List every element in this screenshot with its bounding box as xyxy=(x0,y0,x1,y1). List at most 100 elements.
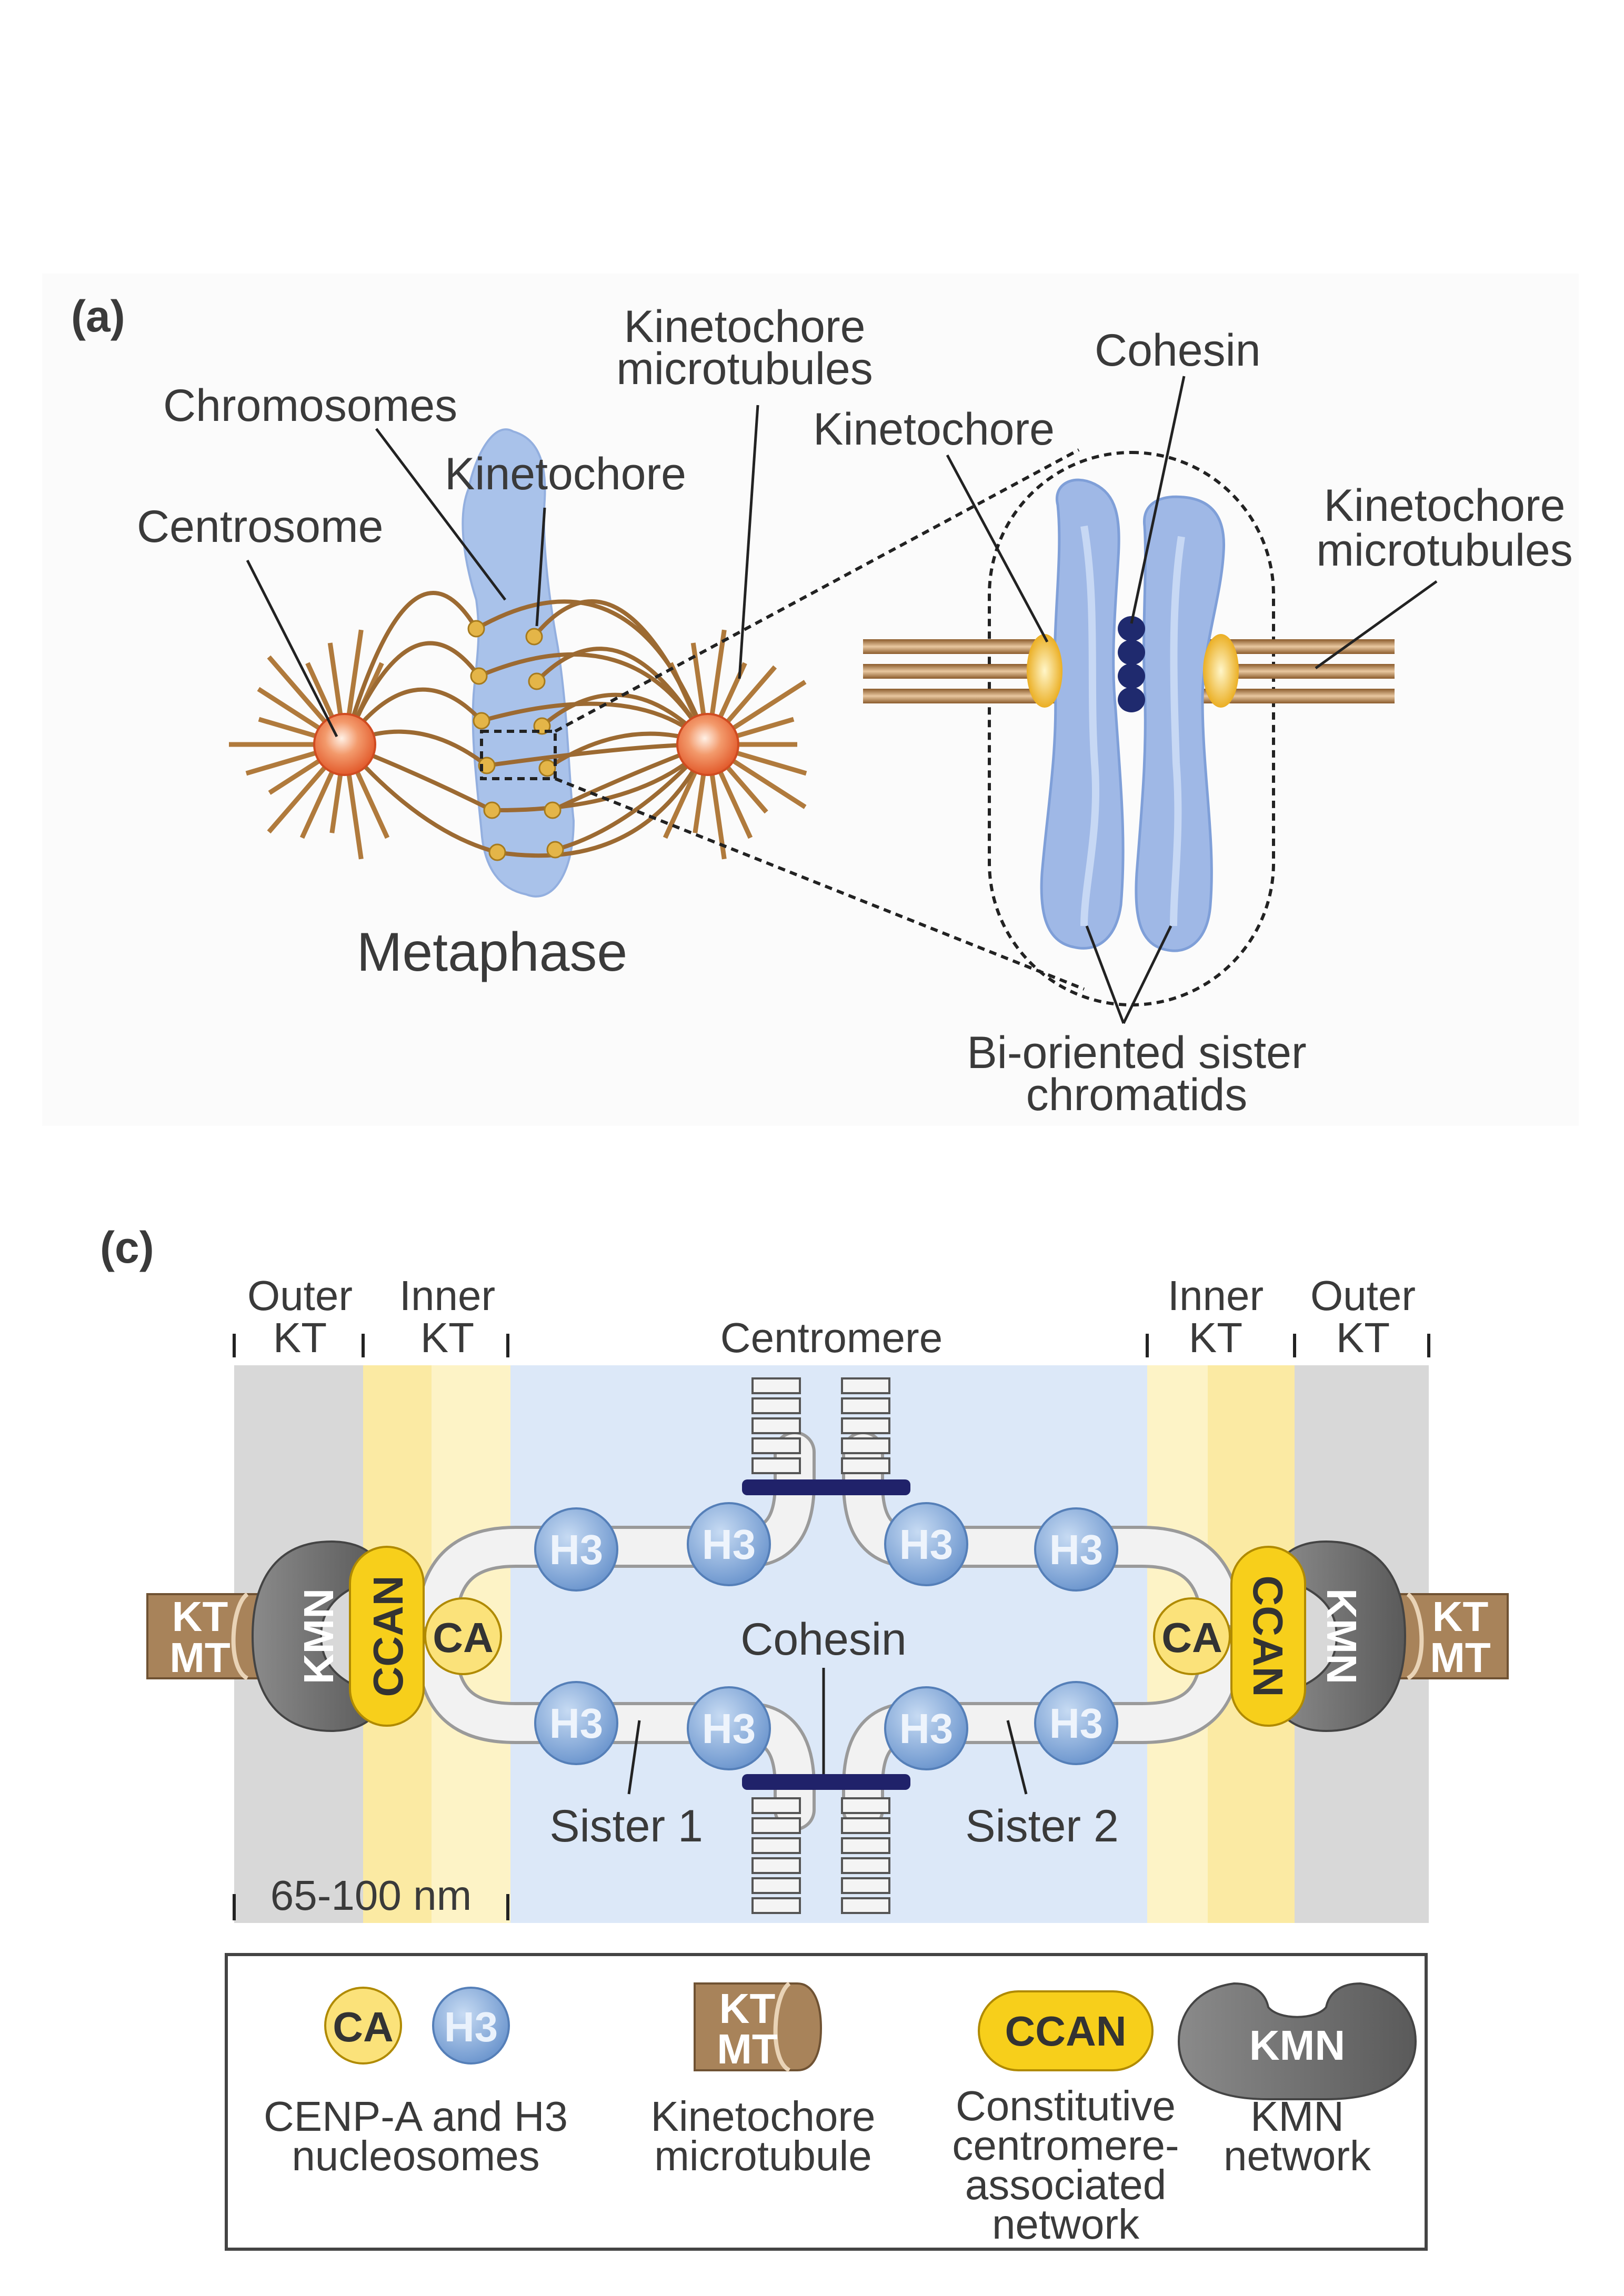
kinetochore-dot xyxy=(470,667,488,685)
scale-label: 65-100 nm xyxy=(270,1872,472,1919)
label-centrosome: Centrosome xyxy=(137,501,383,552)
h3-label: H3 xyxy=(1049,1526,1103,1573)
region-outer-right-l2: KT xyxy=(1336,1314,1390,1361)
legend-h3-text: H3 xyxy=(444,2003,498,2050)
dna-ladder-rung xyxy=(751,1857,801,1874)
chromatid-highlight-right xyxy=(1170,536,1185,927)
label-cohesin: Cohesin xyxy=(1095,325,1261,376)
ccan-right xyxy=(1230,1546,1306,1727)
kinetochore-dot xyxy=(528,672,546,690)
zoom-kinetochore-left xyxy=(1027,634,1062,708)
ca-right-label: CA xyxy=(1161,1614,1222,1661)
h3-nucleosome xyxy=(884,1686,968,1770)
zoom-line-bottom xyxy=(554,777,1085,991)
legend-caption-ktmt-l2: microtubule xyxy=(654,2132,872,2179)
kinetochore-dot xyxy=(544,801,562,819)
label-kt-mt-right-line2: microtubules xyxy=(1316,525,1573,576)
label-metaphase: Metaphase xyxy=(357,922,628,983)
h3-label: H3 xyxy=(549,1700,603,1747)
region-outer-right-l1: Outer xyxy=(1310,1272,1416,1319)
zoom-line-top xyxy=(554,448,1080,733)
h3-nucleosome xyxy=(1034,1681,1118,1765)
zoom-kinetochore-right xyxy=(1203,634,1239,708)
dna-ladder-stacks xyxy=(751,1377,890,1914)
legend-caption-kmn-l2: network xyxy=(1224,2132,1371,2179)
h3-label: H3 xyxy=(899,1521,953,1568)
dna-ladder-rung xyxy=(751,1797,801,1814)
kinetochore-dot xyxy=(546,841,564,859)
kt-mt-left-l1: KT xyxy=(172,1593,228,1640)
h3-label: H3 xyxy=(702,1521,756,1568)
h3-label: H3 xyxy=(549,1526,603,1573)
label-sister-line1: Bi-oriented sister xyxy=(967,1028,1306,1078)
h3-nucleosome xyxy=(687,1502,771,1586)
label-kinetochore-microtubules-line2: microtubules xyxy=(616,344,873,394)
h3-label: H3 xyxy=(1049,1700,1103,1747)
dna-ladder-rung xyxy=(841,1797,890,1814)
legend-kmn-text: KMN xyxy=(1249,2022,1345,2069)
h3-label: H3 xyxy=(702,1705,756,1752)
kmn-left-label: KMN xyxy=(295,1588,342,1684)
cohesin-beads xyxy=(1118,616,1145,712)
kt-mt-right-l1: KT xyxy=(1432,1593,1489,1640)
dna-ladder-rung xyxy=(841,1817,890,1834)
right-centrosome xyxy=(676,713,739,776)
panel-c-label: (c) xyxy=(100,1223,154,1272)
dna-ladder-rung xyxy=(751,1437,801,1454)
ca-left-label: CA xyxy=(433,1614,494,1661)
ca-right xyxy=(1153,1597,1231,1675)
legend-h3-icon xyxy=(432,1987,510,2065)
kt-mt-left-l2: MT xyxy=(169,1634,230,1681)
chromatid-highlight-left xyxy=(1080,525,1099,927)
legend-caption-nucleosome-l2: nucleosomes xyxy=(292,2132,539,2179)
sister-dna-tracks xyxy=(416,1431,1242,1831)
kinetochore-dots xyxy=(467,620,564,861)
kinetochore-fiber xyxy=(532,599,710,746)
ccan-right-label: CCAN xyxy=(1245,1575,1291,1697)
panel-a-leaders xyxy=(246,376,1438,1024)
dna-ladder-rung xyxy=(751,1397,801,1414)
dna-ladder-rung xyxy=(841,1417,890,1434)
sister-chromatid-right xyxy=(1135,495,1226,952)
sister2-leader xyxy=(1006,1720,1028,1795)
ca-left xyxy=(424,1597,502,1675)
legend-ktmt-l1: KT xyxy=(719,1985,776,2032)
kinetochore-dot xyxy=(467,620,485,638)
label-sister2: Sister 2 xyxy=(965,1801,1119,1851)
dna-ladder-rung xyxy=(841,1857,890,1874)
legend-caption-ccan-l2: centromere- xyxy=(952,2122,1179,2169)
kmn-right-label: KMN xyxy=(1318,1588,1365,1684)
legend-ccan-icon xyxy=(978,1990,1154,2071)
kt-mt-right-l2: MT xyxy=(1430,1634,1491,1681)
ccan-left xyxy=(349,1546,425,1727)
kt-mt-left: KT MT xyxy=(146,1592,283,1681)
dna-ladder-rung xyxy=(751,1417,801,1434)
sister-chromatid-left xyxy=(1040,478,1125,950)
region-ticks xyxy=(233,1334,1430,1357)
legend-caption-ccan-l4: network xyxy=(992,2201,1140,2248)
dna-ladder-rung xyxy=(841,1437,890,1454)
kinetochore-fiber xyxy=(343,641,481,746)
label-kt-mt-right-line1: Kinetochore xyxy=(1324,480,1566,531)
panel-a: (a) xyxy=(42,274,1579,1126)
left-centrosome xyxy=(313,713,376,776)
label-sister-line2: chromatids xyxy=(1026,1070,1248,1120)
label-kinetochore-zoom: Kinetochore xyxy=(813,404,1055,455)
h3-nucleosome xyxy=(687,1686,771,1770)
zoom-source-box xyxy=(480,730,557,780)
h3-label: H3 xyxy=(899,1705,953,1752)
kinetochore-dot xyxy=(483,801,501,819)
panel-c: (c) Outer KT Inner KT Centromere Inner K… xyxy=(100,1223,1509,1923)
legend-caption-ccan-l3: associated xyxy=(965,2161,1166,2208)
legend-ca-text: CA xyxy=(333,2003,394,2050)
kinetochore-fiber xyxy=(535,647,710,746)
dna-ladder-rung xyxy=(751,1817,801,1834)
label-cohesin-c: Cohesin xyxy=(740,1614,907,1665)
cohesin-bar-top xyxy=(742,1479,910,1495)
dna-ladder-rung xyxy=(751,1457,801,1474)
region-outer-left-l1: Outer xyxy=(247,1272,353,1319)
kinetochore-dot xyxy=(538,759,556,777)
kmn-left: KMN xyxy=(251,1540,381,1733)
